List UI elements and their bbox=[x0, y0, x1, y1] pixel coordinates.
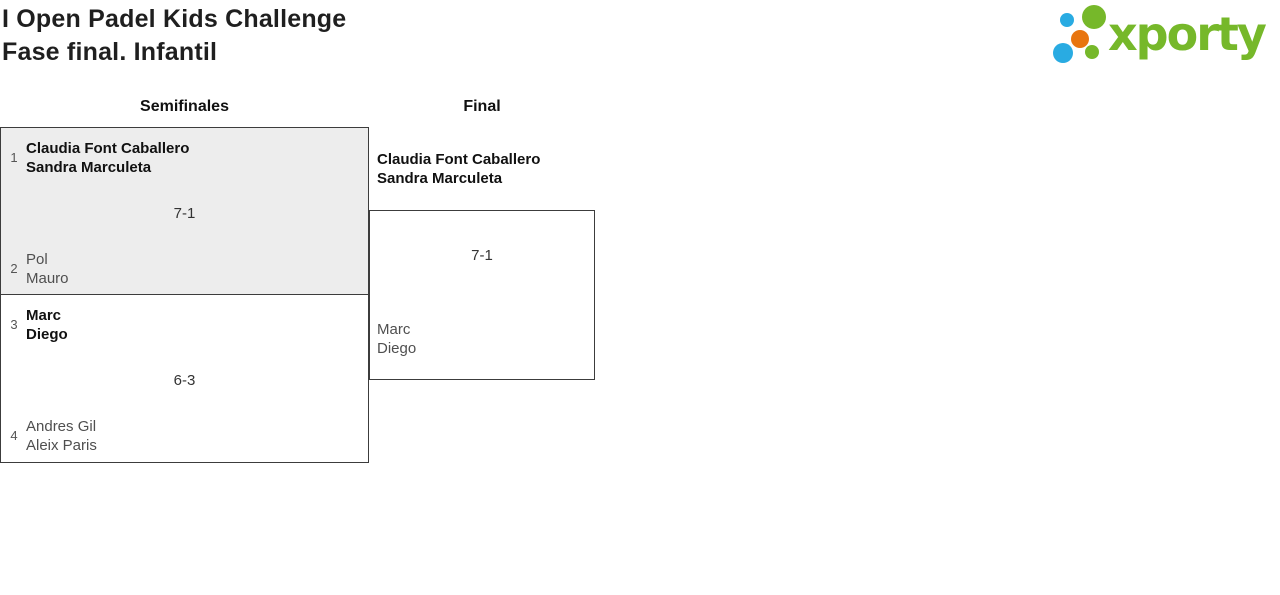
seed-number: 4 bbox=[10, 428, 18, 443]
team-names: Claudia Font Caballero Sandra Marculeta bbox=[26, 139, 189, 177]
match-score: 7-1 bbox=[471, 247, 493, 264]
player-name: Mauro bbox=[26, 270, 69, 287]
team-names: Pol Mauro bbox=[26, 250, 69, 288]
player-name: Pol bbox=[26, 251, 48, 268]
xporty-logo[interactable]: xporty bbox=[1048, 0, 1280, 70]
logo-dot-green-large-icon bbox=[1082, 5, 1106, 29]
round-header-final: Final bbox=[463, 98, 501, 115]
seed-number: 1 bbox=[10, 150, 18, 165]
player-name: Sandra Marculeta bbox=[26, 159, 152, 176]
player-name: Marc bbox=[26, 307, 62, 324]
final-loser-names: Marc Diego bbox=[377, 320, 416, 358]
match-card-semifinal-1[interactable]: 1 Claudia Font Caballero Sandra Marculet… bbox=[0, 127, 369, 295]
match-card-semifinal-2[interactable]: 3 Marc Diego 6-3 4 Andres Gil Aleix Pari… bbox=[0, 294, 369, 463]
logo-dot-orange-icon bbox=[1071, 30, 1089, 48]
round-header-semifinales: Semifinales bbox=[140, 98, 229, 115]
match-card-final[interactable]: 7-1 Marc Diego bbox=[369, 210, 595, 380]
player-name: Diego bbox=[377, 340, 417, 357]
team-names: Marc Diego bbox=[26, 306, 68, 344]
player-name: Sandra Marculeta bbox=[377, 170, 503, 187]
logo-wordmark: xporty bbox=[1108, 7, 1267, 61]
player-name: Claudia Font Caballero bbox=[377, 151, 541, 168]
team-names: Andres Gil Aleix Paris bbox=[26, 417, 97, 455]
final-winner-names: Claudia Font Caballero Sandra Marculeta bbox=[377, 150, 540, 188]
seed-number: 3 bbox=[10, 317, 18, 332]
logo-dot-blue-small-icon bbox=[1060, 13, 1074, 27]
seed-number: 2 bbox=[10, 261, 18, 276]
player-name: Diego bbox=[26, 326, 68, 343]
match-score: 7-1 bbox=[173, 205, 196, 222]
page-subtitle: Fase final. Infantil bbox=[2, 38, 218, 66]
header-title-block: I Open Padel Kids Challenge Fase final. … bbox=[2, 3, 346, 69]
match-score: 6-3 bbox=[173, 372, 196, 389]
player-name: Andres Gil bbox=[26, 418, 97, 435]
player-name: Marc bbox=[377, 321, 411, 338]
page-title: I Open Padel Kids Challenge bbox=[2, 5, 347, 33]
logo-dot-green-small-icon bbox=[1085, 45, 1099, 59]
player-name: Claudia Font Caballero bbox=[26, 140, 190, 157]
player-name: Aleix Paris bbox=[26, 437, 97, 454]
logo-dot-blue-large-icon bbox=[1053, 43, 1073, 63]
